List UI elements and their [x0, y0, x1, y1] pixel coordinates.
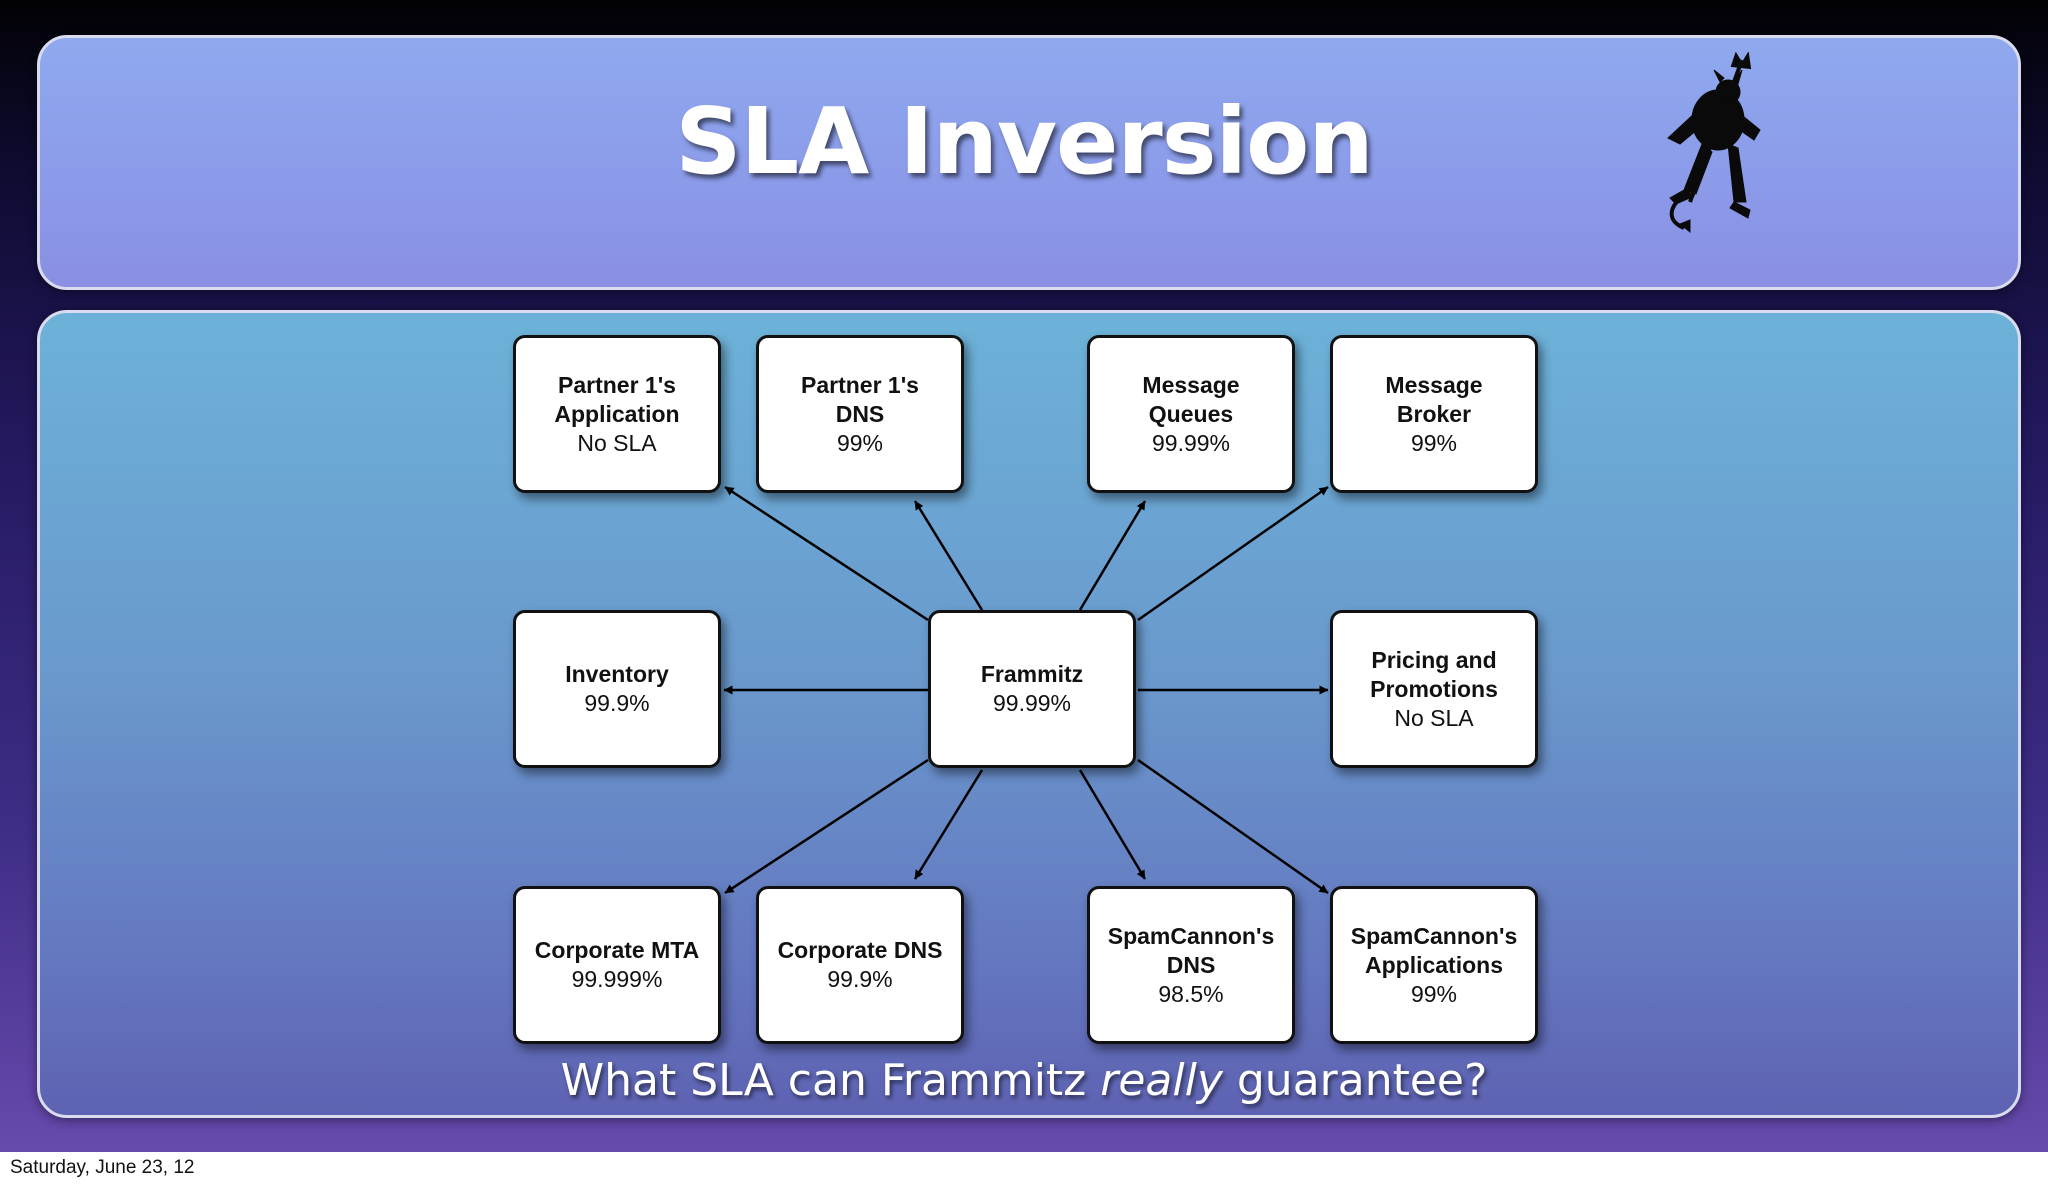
node-name: Corporate MTA	[534, 937, 700, 963]
arrow-to-corporate-dns	[913, 769, 984, 880]
arrow-to-partner1-dns	[913, 500, 984, 611]
title-panel	[37, 35, 2021, 290]
question-emphasis: really	[1100, 1055, 1223, 1106]
node-message-queues: Message Queues 99.99%	[1087, 335, 1295, 493]
node-name: Message Broker	[1385, 371, 1483, 427]
node-name: Corporate DNS	[777, 937, 943, 963]
arrow-to-partner1-app	[724, 485, 929, 622]
node-sla: 99%	[1410, 429, 1458, 456]
node-sla: 99.999%	[571, 966, 663, 992]
node-name: Partner 1's DNS	[801, 371, 919, 427]
node-sla: 99%	[836, 429, 884, 456]
arrow-to-message-queues	[1078, 500, 1147, 611]
node-partner1-app: Partner 1's Application No SLA	[513, 335, 721, 493]
node-sla: 99.9%	[827, 966, 893, 992]
footer-bar: Saturday, June 23, 12	[0, 1152, 2048, 1184]
slide: SLA Inversion	[0, 35, 2048, 1118]
node-frammitz: Frammitz 99.99%	[928, 610, 1136, 768]
node-sla: 99.99%	[1151, 429, 1230, 456]
node-pricing: Pricing and Promotions No SLA	[1330, 610, 1538, 768]
node-message-broker: Message Broker 99%	[1330, 335, 1538, 493]
node-name: Pricing and Promotions	[1370, 646, 1498, 702]
node-name: SpamCannon's Applications	[1350, 922, 1518, 978]
node-partner1-dns: Partner 1's DNS 99%	[756, 335, 964, 493]
node-name: Frammitz	[980, 661, 1084, 687]
dependency-arrows	[723, 485, 1329, 895]
node-sla: 98.5%	[1158, 980, 1224, 1007]
node-sla: 99.99%	[992, 690, 1071, 716]
node-name: Message Queues	[1142, 371, 1240, 427]
node-sla: 99%	[1410, 980, 1458, 1007]
node-name: Inventory	[565, 661, 669, 687]
arrow-to-corporate-mta	[724, 758, 929, 895]
arrow-to-message-broker	[1137, 485, 1329, 622]
node-spamcannon-apps: SpamCannon's Applications 99%	[1330, 886, 1538, 1044]
node-sla: No SLA	[1394, 704, 1474, 731]
node-inventory: Inventory 99.9%	[513, 610, 721, 768]
node-sla: No SLA	[577, 429, 657, 456]
devil-with-trident-icon	[1667, 52, 1761, 234]
node-name: Partner 1's Application	[554, 371, 680, 427]
question-text-end: guarantee?	[1222, 1055, 1488, 1106]
node-name: SpamCannon's DNS	[1107, 922, 1275, 978]
slide-question: What SLA can Frammitz really guarantee?	[0, 1055, 2048, 1106]
node-spamcannon-dns: SpamCannon's DNS 98.5%	[1087, 886, 1295, 1044]
node-corporate-mta: Corporate MTA 99.999%	[513, 886, 721, 1044]
footer-date: Saturday, June 23, 12	[10, 1157, 195, 1178]
question-text-start: What SLA can Frammitz	[560, 1055, 1101, 1106]
arrow-to-spamcannon-dns	[1078, 769, 1147, 880]
node-corporate-dns: Corporate DNS 99.9%	[756, 886, 964, 1044]
slide-title: SLA Inversion	[675, 88, 1374, 195]
arrow-to-spamcannon-apps	[1137, 758, 1329, 895]
node-sla: 99.9%	[584, 690, 650, 716]
